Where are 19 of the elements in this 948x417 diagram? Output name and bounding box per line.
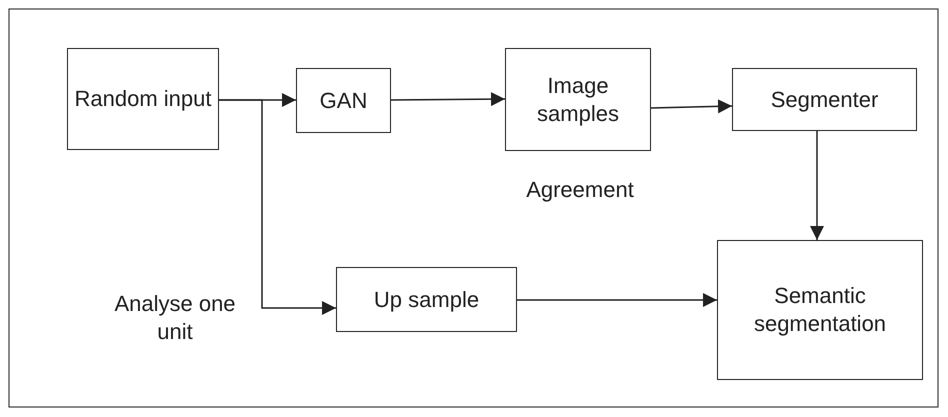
process-box	[505, 48, 651, 151]
box-label: Random input	[74, 85, 212, 113]
box-label: GAN	[320, 86, 368, 114]
annotation-text: Analyse one unit	[113, 290, 237, 346]
process-box	[717, 240, 923, 380]
box-label: Image samples	[536, 72, 620, 128]
box-label: Up sample	[374, 286, 480, 314]
process-box	[336, 267, 517, 332]
process-box	[732, 68, 917, 131]
box-label: Segmenter	[770, 86, 878, 114]
arrow	[810, 131, 824, 240]
box-label: Semantic segmentation	[752, 282, 888, 338]
arrow	[391, 92, 505, 106]
process-box	[296, 68, 391, 133]
process-box	[67, 48, 219, 150]
arrow	[219, 99, 336, 315]
annotation-text: Agreement	[525, 176, 635, 204]
arrow	[517, 293, 717, 307]
arrow	[650, 99, 732, 114]
